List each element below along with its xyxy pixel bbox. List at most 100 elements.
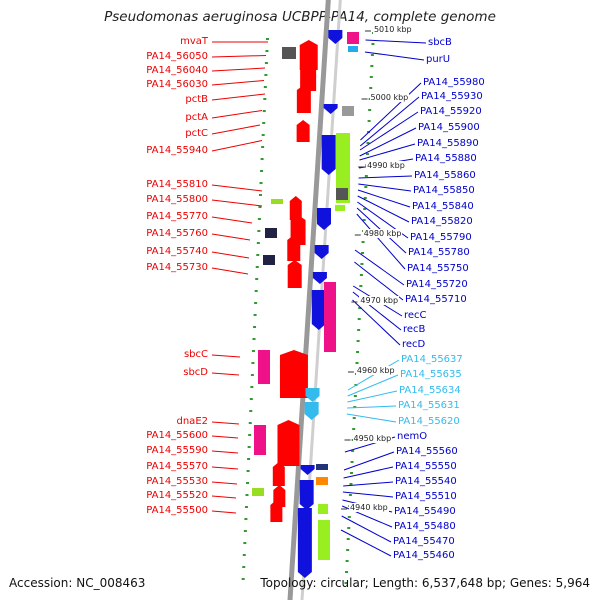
- track-dot: [261, 146, 265, 148]
- gene-label-right: PA14_55550: [395, 461, 457, 472]
- connector-line-left: [211, 55, 267, 58]
- gene-block: [318, 504, 328, 514]
- connector-line-left: [211, 93, 266, 101]
- track-dot: [357, 329, 361, 331]
- connector-line-right: [347, 390, 398, 403]
- gene-label-left: PA14_56030: [146, 79, 208, 90]
- scale-tick-label: 4980 kbp: [362, 229, 403, 238]
- gene-label-left: PA14_55520: [146, 490, 208, 501]
- reverse-gene: [321, 135, 336, 175]
- connector-line-right: [346, 413, 397, 423]
- gene-label-right: PA14_55890: [417, 138, 479, 149]
- gene-label-right: PA14_55780: [408, 247, 470, 258]
- gene-label-left: PA14_56040: [146, 65, 208, 76]
- track-dot: [363, 197, 367, 199]
- connector-line-right: [354, 261, 404, 301]
- track-dot: [347, 527, 351, 529]
- connector-line-left: [211, 233, 251, 241]
- map-title: Pseudomonas aeruginosa UCBPP-PA14, compl…: [104, 9, 496, 25]
- track-dot: [366, 142, 370, 144]
- gene-label-right: PA14_55840: [412, 201, 474, 212]
- track-dot: [249, 398, 253, 400]
- connector-line-left: [211, 481, 238, 485]
- forward-gene: [296, 120, 310, 142]
- gene-label-right: PA14_55710: [405, 294, 467, 305]
- track-dot: [265, 50, 269, 52]
- track-dot: [365, 153, 369, 155]
- track-dot: [349, 483, 353, 485]
- scale-tick-label: 5000 kbp: [369, 93, 410, 102]
- connector-line-left: [211, 435, 239, 439]
- gene-label-right: nemO: [397, 431, 428, 442]
- connector-line-right: [359, 111, 419, 151]
- gene-label-left: PA14_55940: [146, 145, 208, 156]
- track-dot: [254, 302, 258, 304]
- track-dot: [250, 386, 254, 388]
- gene-label-left: pctC: [185, 128, 208, 139]
- forward-gene: [270, 500, 283, 522]
- scale-tick-label: 4950 kbp: [352, 434, 393, 443]
- gene-block: [252, 488, 264, 496]
- track-dot: [368, 109, 372, 111]
- connector-line-left: [211, 495, 237, 499]
- gene-block: [336, 188, 348, 200]
- connector-line-right: [360, 82, 422, 141]
- track-dot: [353, 406, 357, 408]
- gene-label-right: PA14_55470: [393, 536, 455, 547]
- gene-label-left: PA14_55500: [146, 505, 208, 516]
- gene-label-right: PA14_55620: [398, 416, 460, 427]
- track-dot: [357, 318, 361, 320]
- forward-gene: [299, 40, 318, 70]
- track-dot: [351, 450, 355, 452]
- track-dot: [264, 74, 268, 76]
- connector-line-right: [358, 183, 412, 192]
- track-dot: [253, 314, 257, 316]
- connector-line-right: [347, 405, 397, 409]
- gene-label-left: PA14_56050: [146, 51, 208, 62]
- gene-block: [265, 228, 277, 238]
- track-dot: [361, 241, 365, 243]
- gene-label-left: PA14_55570: [146, 461, 208, 472]
- connector-line-right: [357, 189, 411, 208]
- gene-block: [258, 350, 270, 384]
- gene-block: [254, 425, 266, 455]
- track-dot: [262, 122, 266, 124]
- gene-label-right: PA14_55560: [396, 446, 458, 457]
- gene-label-right: recC: [404, 310, 427, 321]
- track-dot: [355, 362, 359, 364]
- connector-line-left: [211, 372, 240, 376]
- gene-label-left: PA14_55600: [146, 430, 208, 441]
- connector-line-right: [343, 466, 394, 479]
- track-dot: [263, 98, 267, 100]
- gene-block: [282, 47, 296, 59]
- gene-block: [335, 205, 345, 211]
- reverse-gene-cyan: [304, 402, 319, 420]
- gene-label-right: PA14_55540: [395, 476, 457, 487]
- track-dot: [242, 566, 246, 568]
- track-dot: [350, 461, 354, 463]
- track-dot: [361, 252, 364, 254]
- track-dot: [258, 194, 262, 196]
- connector-line-right: [340, 529, 392, 557]
- track-dot: [370, 65, 374, 67]
- gene-label-right: PA14_55720: [406, 279, 468, 290]
- track-dot: [254, 290, 258, 292]
- connector-line-right: [358, 175, 413, 179]
- track-dot: [244, 518, 248, 520]
- track-dot: [259, 182, 263, 184]
- gene-block: [318, 520, 330, 560]
- gene-block: [336, 133, 350, 203]
- track-dot: [345, 571, 349, 573]
- track-dot: [251, 362, 255, 364]
- gene-label-right: PA14_55880: [415, 153, 477, 164]
- track-dot: [255, 278, 259, 280]
- gene-label-right: recB: [403, 324, 426, 335]
- reverse-gene: [317, 208, 332, 230]
- gene-label-left: PA14_55810: [146, 179, 208, 190]
- connector-line-right: [356, 213, 406, 270]
- track-dot: [250, 374, 254, 376]
- reverse-gene: [328, 30, 343, 44]
- track-dot: [346, 549, 350, 551]
- track-dot: [356, 351, 360, 353]
